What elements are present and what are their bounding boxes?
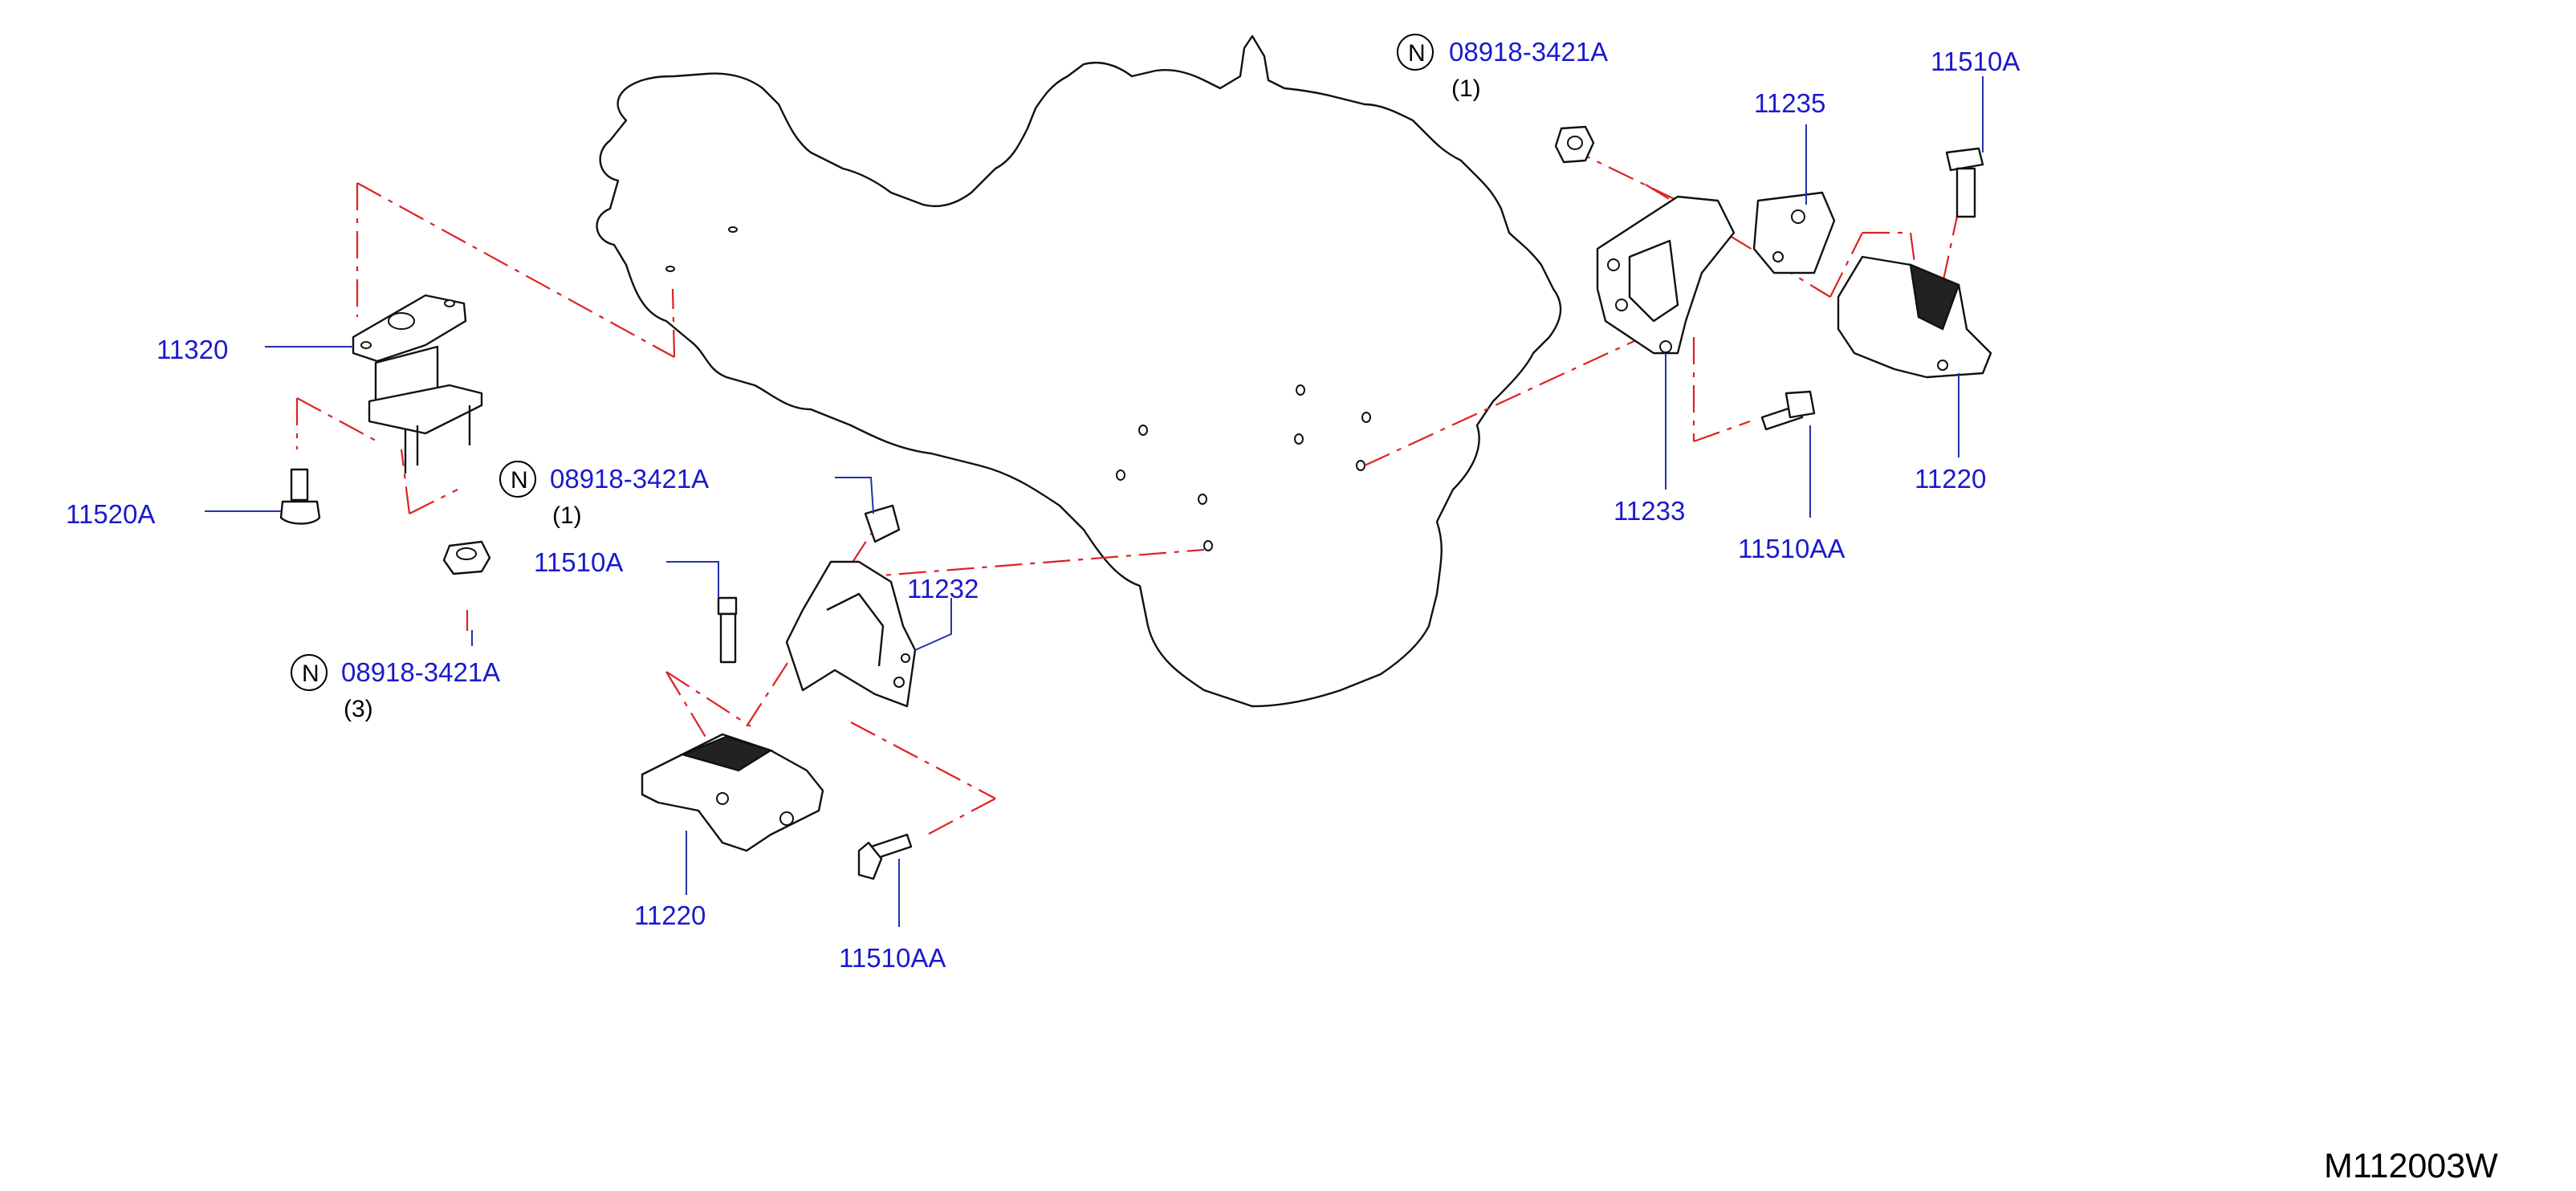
label-11233: 11233: [1614, 496, 1685, 526]
label-nut-top-qty: (1): [1451, 75, 1481, 102]
bracket-11232-drawing: [785, 504, 917, 708]
label-nut-mid-qty: (1): [552, 502, 582, 529]
label-11510A-right: 11510A: [1931, 47, 2020, 76]
n-symbol-circle-low: [291, 654, 328, 691]
label-nut-mid: 08918-3421A: [550, 464, 709, 494]
insulator-center-11220-drawing: [641, 733, 824, 852]
bolt-right-11510AA-drawing: [1760, 390, 1816, 431]
n-symbol-circle-top: [1397, 34, 1434, 71]
label-nut-low-qty: (3): [344, 696, 373, 722]
nut-top-drawing: [1554, 125, 1595, 164]
label-11510A-center: 11510A: [534, 547, 623, 577]
engine-transmission-outline: [596, 35, 1562, 708]
bracket-11233-drawing: [1596, 195, 1736, 355]
diagram-code: M112003W: [2324, 1147, 2498, 1185]
label-11510AA-center: 11510AA: [839, 943, 946, 973]
bolt-right-11510A-drawing: [1945, 147, 1984, 218]
label-11235: 11235: [1754, 88, 1825, 118]
insulator-11320-drawing: [352, 294, 483, 474]
label-nut-low: 08918-3421A: [341, 657, 500, 687]
bolt-center-11510AA-drawing: [857, 833, 913, 880]
plate-11235-drawing: [1752, 191, 1836, 274]
label-11320: 11320: [157, 335, 228, 364]
bolt-11520A-drawing: [279, 468, 321, 525]
insulator-right-11220-drawing: [1837, 255, 1992, 379]
n-symbol-top: N: [1408, 40, 1426, 67]
label-11232: 11232: [907, 574, 979, 604]
nut-lower-left-drawing: [442, 540, 491, 575]
n-symbol-circle-mid: [499, 461, 536, 498]
n-symbol-low: N: [302, 661, 319, 687]
label-11220-center: 11220: [634, 900, 706, 930]
label-nut-top: 08918-3421A: [1449, 37, 1608, 67]
label-11510AA-right: 11510AA: [1738, 534, 1845, 563]
bolt-center-11510A-drawing: [717, 596, 738, 664]
leader-lines: [205, 76, 1984, 927]
n-symbol-mid: N: [511, 467, 528, 494]
label-11220-right: 11220: [1915, 464, 1986, 494]
label-11520A: 11520A: [66, 499, 155, 529]
